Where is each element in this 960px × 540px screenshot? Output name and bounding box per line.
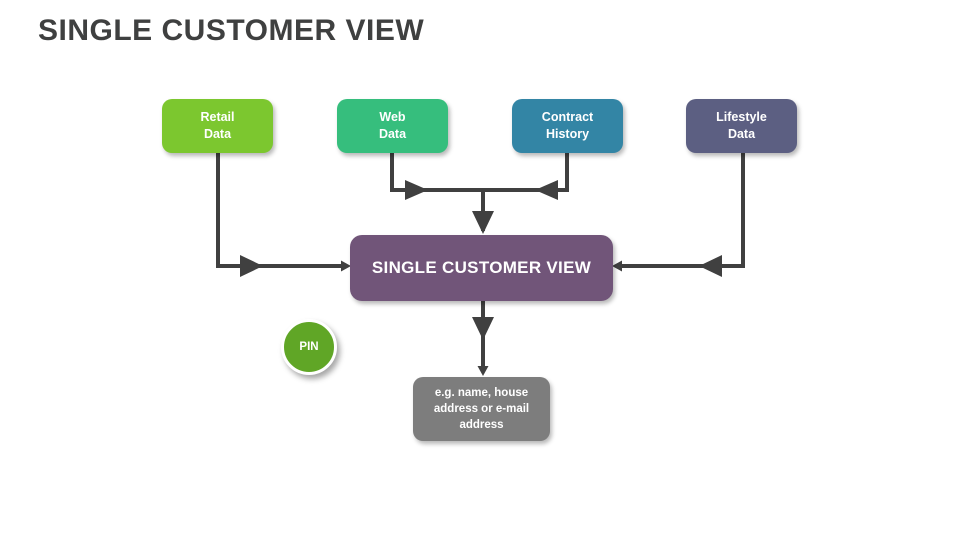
node-label: SINGLE CUSTOMER VIEW [371,258,592,277]
node-label-line: Web [379,110,406,124]
node-label-line: Lifestyle [716,110,767,124]
arrowhead-down-large [472,317,494,340]
arrowhead-left-small [612,260,622,272]
node-label-line: Retail [200,110,235,124]
arrowhead-right-small [341,260,351,272]
connector-retail-to-central [216,153,341,268]
page-title: SINGLE CUSTOMER VIEW [38,14,425,47]
node-contract-history: Contract History [512,99,623,153]
arrowhead-left-large [699,255,722,277]
pin-badge: PIN [281,319,337,375]
pin-badge-label: PIN [299,341,319,353]
node-label-line: History [545,127,590,141]
arrowhead-right-junction [405,180,428,200]
arrowhead-down-central [472,211,494,234]
node-retail-data: Retail Data [162,99,273,153]
node-web-data: Web Data [337,99,448,153]
node-label-line: Contract [541,110,594,124]
node-label: e.g. name, house address or e-mail addre… [433,387,530,431]
node-label-line: Data [727,127,756,141]
node-output-example: e.g. name, house address or e-mail addre… [413,377,550,441]
node-label-line: Data [203,127,232,141]
arrowhead-down-small [477,366,489,376]
node-lifestyle-data: Lifestyle Data [686,99,797,153]
connector-lifestyle-to-central [622,153,745,268]
arrowhead-right-large [240,255,263,277]
connector-web-to-junction [390,153,483,192]
node-label-line: Data [378,127,407,141]
connector-contract-to-junction [483,153,569,192]
arrowhead-left-junction [535,180,558,200]
node-single-customer-view: SINGLE CUSTOMER VIEW [350,235,613,301]
